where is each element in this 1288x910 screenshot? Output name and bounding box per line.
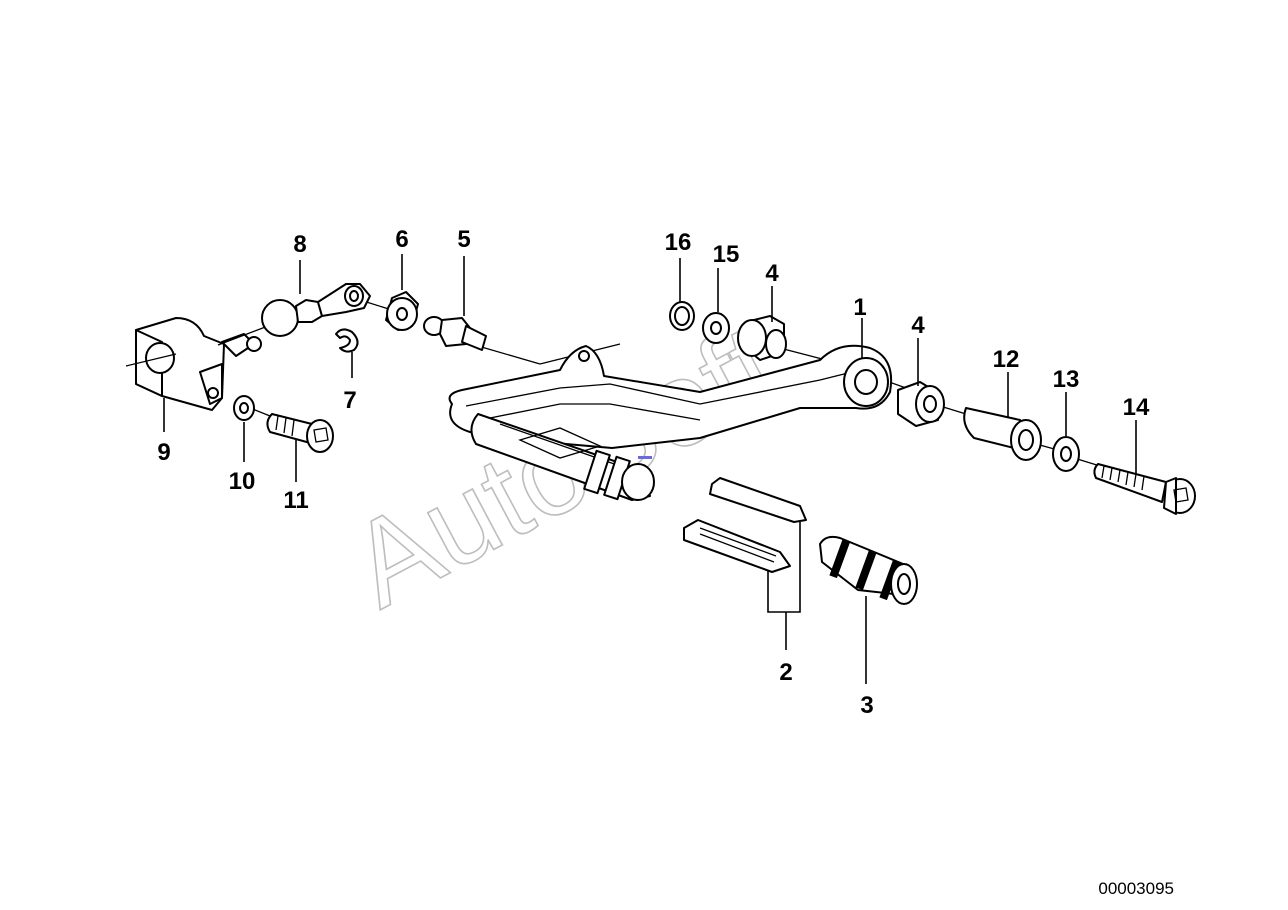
callout-15: 15 [713, 241, 740, 268]
part-13-washer [1052, 436, 1080, 472]
part-16-circlip [669, 301, 695, 331]
part-5-ball-stud [423, 316, 487, 351]
callout-16: 16 [665, 229, 692, 256]
axis-line [477, 345, 541, 365]
callout-11: 11 [283, 487, 308, 514]
part-2-strip [683, 477, 807, 573]
callout-9: 9 [157, 439, 170, 466]
callout-1: 1 [853, 294, 866, 321]
part-3-grip [819, 535, 918, 605]
callout-6: 6 [395, 226, 408, 253]
callout-2: 2 [779, 659, 792, 686]
callout-14: 14 [1123, 394, 1150, 421]
part-4-bushing-upper [737, 315, 787, 361]
callout-5: 5 [457, 226, 470, 253]
callout-8: 8 [293, 231, 306, 258]
part-7-clip [335, 328, 359, 353]
document-number: 00003095 [1098, 879, 1174, 898]
callout-4-upper: 4 [765, 260, 779, 287]
part-6-bushing [385, 291, 419, 331]
callout-4-lower: 4 [911, 312, 925, 339]
part-14-bolt [1093, 463, 1196, 515]
blue-marker [638, 456, 652, 459]
part-12-sleeve [963, 407, 1042, 461]
leader-lines [163, 254, 1137, 684]
callout-3: 3 [860, 692, 873, 719]
part-4-bushing-lower [897, 381, 945, 427]
part-11-bolt [266, 413, 334, 453]
part-9-clamp [125, 317, 262, 411]
callout-7: 7 [343, 387, 356, 414]
callout-12: 12 [993, 346, 1020, 373]
callout-13: 13 [1053, 366, 1080, 393]
part-10-washer [233, 395, 255, 421]
part-1-shift-lever [448, 344, 892, 501]
callout-10: 10 [229, 468, 256, 495]
part-8-ball-joint [261, 283, 371, 337]
axis-line [217, 325, 269, 346]
part-15-washer [702, 312, 730, 344]
